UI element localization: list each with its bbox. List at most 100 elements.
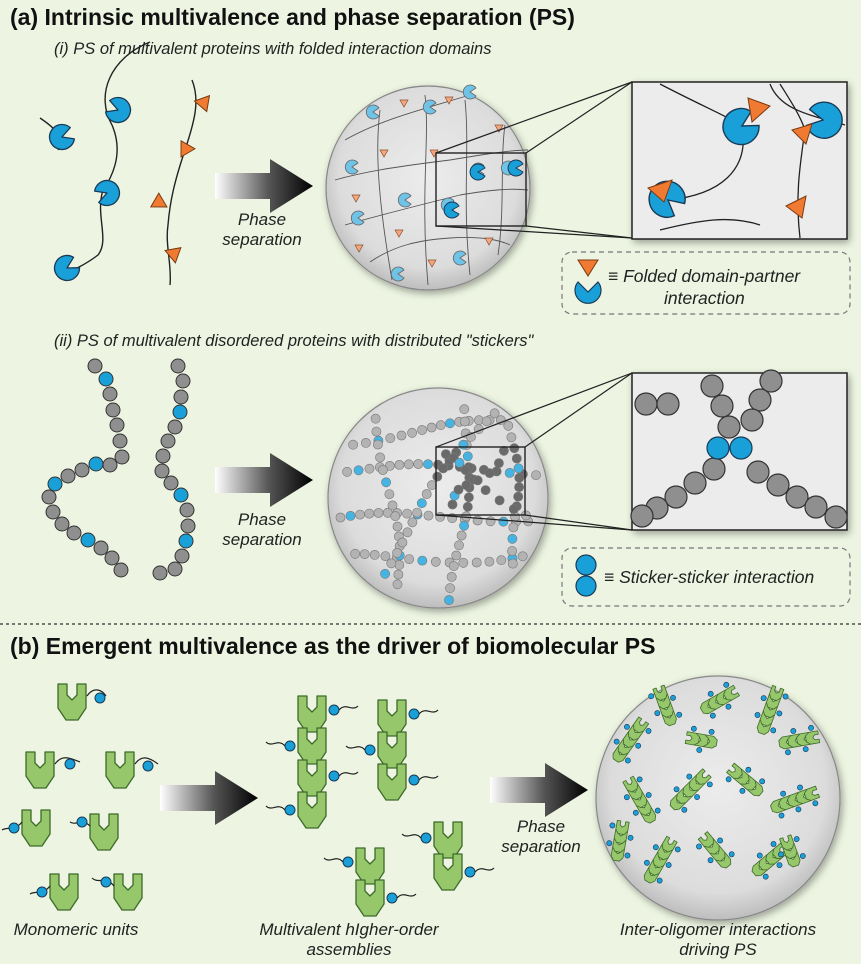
zoom-box-i [631,81,848,240]
arrow-label-i-line1: Phase [238,210,286,229]
spacer-bead [369,550,380,560]
spacer-bead [496,555,507,566]
free-partner-chain [150,79,215,286]
spacer-bead [402,508,412,519]
oligomer [648,684,683,728]
spacer-bead [451,550,462,561]
spacer-bead [417,425,427,435]
spacer-bead [404,554,415,564]
sticker-bead [353,465,364,476]
sticker-bead [444,595,454,605]
spacer-bead [511,453,522,464]
phase-separation-arrow-ii [215,453,313,507]
spacer-bead [489,408,500,419]
label-assemblies-line2: assemblies [306,940,392,959]
zoom-lines-i [435,81,633,239]
spacer-bead [508,522,519,533]
spacer-bead [463,492,474,503]
spacer-bead [484,468,495,478]
legend-folded-line2: interaction [664,288,745,308]
spacer-bead [459,404,470,415]
spacer-bead [375,452,385,463]
sticker-bead [462,451,473,462]
spacer-bead [445,583,455,594]
spacer-bead [394,459,405,470]
droplet-i [325,84,531,291]
panel-b-title: (b) Emergent multivalence as the driver … [10,633,655,659]
spacer-bead [472,515,483,526]
arrow-label-b-line2: separation [501,837,580,856]
oligomer [641,835,681,886]
sticker-bead [423,459,433,470]
spacer-bead [348,439,358,450]
oligomer [778,834,806,869]
spacer-bead [342,466,352,477]
spacer-bead [498,445,509,456]
spacer-bead [385,433,396,444]
spacer-bead [438,463,449,474]
spacer-bead [394,560,405,570]
sticker-bead [498,516,509,527]
oligomer [622,775,661,826]
spacer-bead [407,517,418,528]
assembly-arrow [160,771,258,825]
spacer-bead [461,480,472,491]
spacer-bead [507,546,517,556]
sticker-bead [459,520,469,531]
spacer-bead [456,530,467,541]
monomeric-units [1,683,159,911]
oligomer [610,716,652,765]
spacer-bead [493,458,504,468]
spacer-bead [335,512,346,523]
sticker-bead [507,533,518,544]
legend-sticker: ≡ Sticker-sticker interaction [561,547,851,607]
spacer-bead [460,465,471,476]
spacer-bead [507,558,518,569]
arrow-label-ii-line1: Phase [238,510,286,529]
spacer-bead [485,516,496,527]
oligomer [754,684,789,736]
sticker-bead [416,498,427,509]
sticker-bead [380,568,390,579]
spacer-bead [514,482,524,492]
spacer-bead [514,472,525,483]
oligomer [769,784,821,819]
spacer-bead [377,465,388,475]
phase-separation-arrow-i [215,159,313,213]
legend-folded-line1: ≡ Folded domain-partner [608,266,801,286]
spacer-bead [396,430,407,441]
zoom-lines-ii [435,372,633,531]
spacer-bead [472,475,483,486]
spacer-bead [380,551,391,561]
oligomer [684,725,719,753]
panel-a-title: (a) Intrinsic multivalence and phase sep… [10,4,575,30]
higher-order-assemblies [265,695,495,917]
disordered-chain-right [152,358,196,581]
spacer-bead [421,489,432,499]
spacer-bead [372,439,383,450]
spacer-bead [371,426,382,437]
spacer-bead [387,500,398,511]
arrow-label-i-line2: separation [222,230,301,249]
spacer-bead [390,511,401,522]
spacer-bead [392,579,403,590]
legend-sticker-text: ≡ Sticker-sticker interaction [604,567,814,587]
spacer-bead [453,484,464,495]
spacer-bead [513,491,524,502]
spacer-bead [458,557,469,568]
spacer-bead [484,556,495,567]
spacer-bead [461,511,472,522]
spacer-bead [392,521,403,532]
spacer-bead [359,549,370,559]
arrow-label-b-line1: Phase [517,817,565,836]
sticker-bead [454,457,465,468]
spacer-bead [462,501,473,512]
spacer-bead [494,495,505,506]
spacer-bead [423,510,434,521]
spacer-bead [392,548,402,558]
spacer-bead [426,422,437,433]
sticker-bead [504,467,515,478]
spacer-bead [448,561,459,571]
label-inter-line2: driving PS [679,940,757,959]
